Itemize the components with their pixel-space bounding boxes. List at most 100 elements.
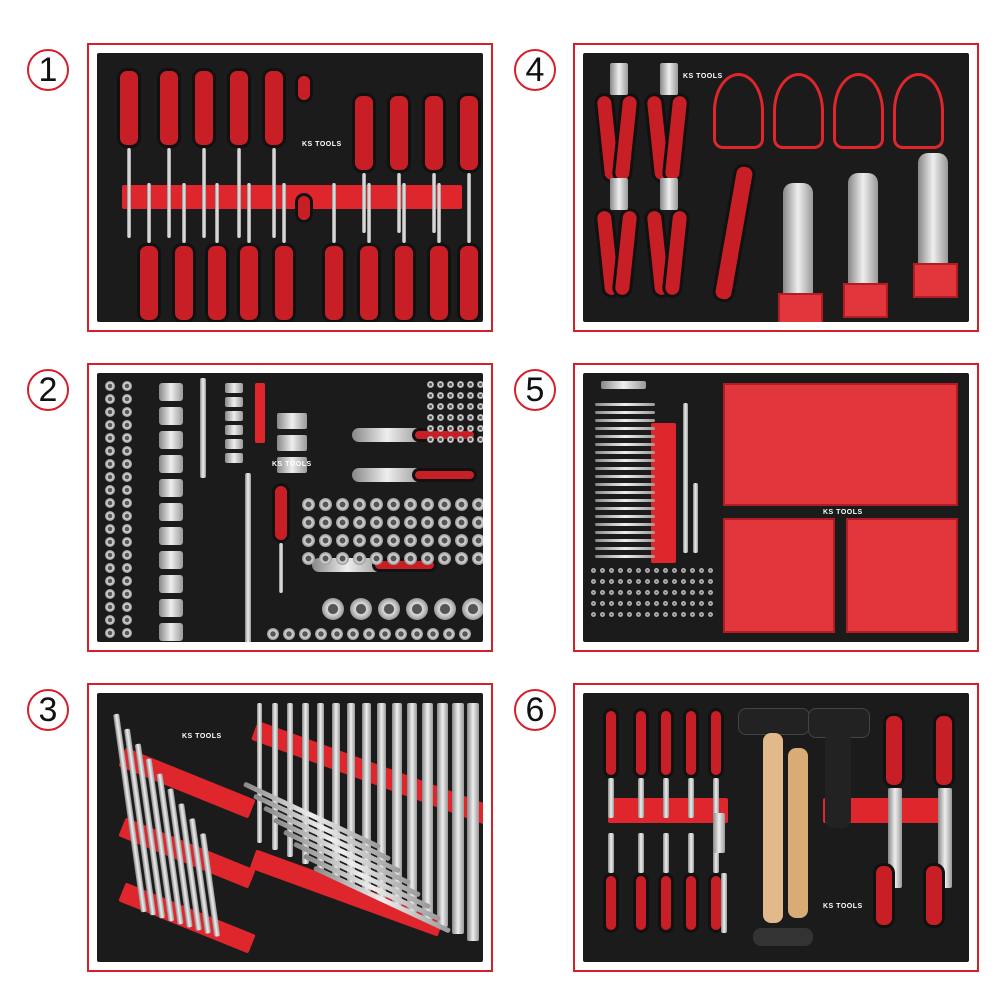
locking-pliers — [918, 153, 948, 283]
bit — [595, 451, 655, 454]
socket — [336, 516, 349, 529]
screwdriver-handle — [262, 68, 286, 148]
screwdriver-handle — [205, 243, 229, 322]
small-socket — [105, 511, 115, 521]
small-socket — [122, 485, 132, 495]
small-socket — [122, 537, 132, 547]
small-socket — [122, 394, 132, 404]
deep-socket — [159, 503, 183, 521]
socket — [404, 516, 417, 529]
screwdriver-shaft — [332, 183, 336, 243]
small-bit — [645, 590, 650, 595]
socket — [404, 534, 417, 547]
deep-socket — [277, 435, 307, 451]
brand-logo: KS TOOLS — [823, 903, 863, 910]
pliers-jaw — [610, 178, 628, 210]
bit — [595, 555, 655, 558]
socket — [459, 628, 471, 640]
screwdriver-handle — [272, 243, 296, 322]
deep-socket — [159, 599, 183, 617]
socket — [427, 628, 439, 640]
bit-holder — [683, 403, 688, 553]
locking-pliers — [783, 183, 813, 313]
screwdriver-handle — [117, 68, 141, 148]
small-bit — [663, 612, 668, 617]
panel-number-3: 3 — [27, 689, 69, 731]
pliers-jaw — [610, 63, 628, 95]
large-socket — [406, 598, 428, 620]
socket — [455, 534, 468, 547]
small-bit — [591, 601, 596, 606]
extension-bar — [200, 378, 206, 478]
screwdriver-handle — [172, 243, 196, 322]
combination-spanner — [362, 703, 371, 892]
small-bit — [690, 579, 695, 584]
combination-spanner — [272, 703, 278, 850]
panel-number-5: 5 — [514, 369, 556, 411]
screwdriver-shaft — [402, 183, 406, 243]
bit-socket — [437, 392, 444, 399]
circlip-pliers — [833, 73, 884, 149]
bit — [595, 507, 655, 510]
bit — [595, 547, 655, 550]
bit-socket — [447, 436, 454, 443]
bit-socket — [467, 436, 474, 443]
combination-spanner — [452, 703, 464, 934]
combination-spanner — [422, 703, 433, 920]
small-bit — [645, 568, 650, 573]
bit-socket — [457, 425, 464, 432]
bit — [595, 499, 655, 502]
panel-number-6: 6 — [514, 689, 556, 731]
bit — [595, 523, 655, 526]
bit-socket — [467, 392, 474, 399]
deep-socket — [225, 397, 243, 407]
small-bit — [645, 601, 650, 606]
socket — [336, 498, 349, 511]
punch-handle — [603, 873, 619, 933]
bit-socket — [427, 414, 434, 421]
small-bit — [654, 601, 659, 606]
panel-number-4: 4 — [514, 49, 556, 91]
extension-bar — [245, 473, 251, 642]
pliers — [661, 92, 691, 184]
storage-compartment-large — [723, 383, 958, 506]
red-insert — [843, 283, 888, 318]
tray-5-bits: KS TOOLS — [573, 363, 979, 652]
small-bit — [591, 579, 596, 584]
small-socket — [105, 537, 115, 547]
bit-socket — [477, 381, 483, 388]
screwdriver-handle — [387, 93, 411, 173]
deep-socket — [277, 457, 307, 473]
pliers-jaw — [660, 63, 678, 95]
brand-logo: KS TOOLS — [683, 73, 723, 80]
socket — [370, 498, 383, 511]
small-bit — [663, 579, 668, 584]
small-bit — [663, 601, 668, 606]
circlip-pliers — [773, 73, 824, 149]
small-bit — [681, 579, 686, 584]
small-bit — [600, 579, 605, 584]
punch — [663, 833, 669, 873]
small-bit — [645, 579, 650, 584]
small-bit — [654, 590, 659, 595]
bit-socket — [477, 403, 483, 410]
socket — [319, 552, 332, 565]
socket — [353, 552, 366, 565]
small-bit — [591, 612, 596, 617]
socket — [395, 628, 407, 640]
bit — [595, 491, 655, 494]
bit — [595, 411, 655, 414]
small-socket — [105, 524, 115, 534]
screwdriver-handle — [422, 93, 446, 173]
bit — [595, 435, 655, 438]
red-insert-bar — [122, 185, 462, 209]
socket — [438, 498, 451, 511]
chisel-handle — [708, 708, 724, 778]
socket — [299, 628, 311, 640]
bit-holder — [295, 73, 313, 103]
screwdriver-handle — [352, 93, 376, 173]
small-bit — [609, 601, 614, 606]
storage-compartment — [846, 518, 958, 633]
punch — [688, 833, 694, 873]
large-socket — [462, 598, 483, 620]
